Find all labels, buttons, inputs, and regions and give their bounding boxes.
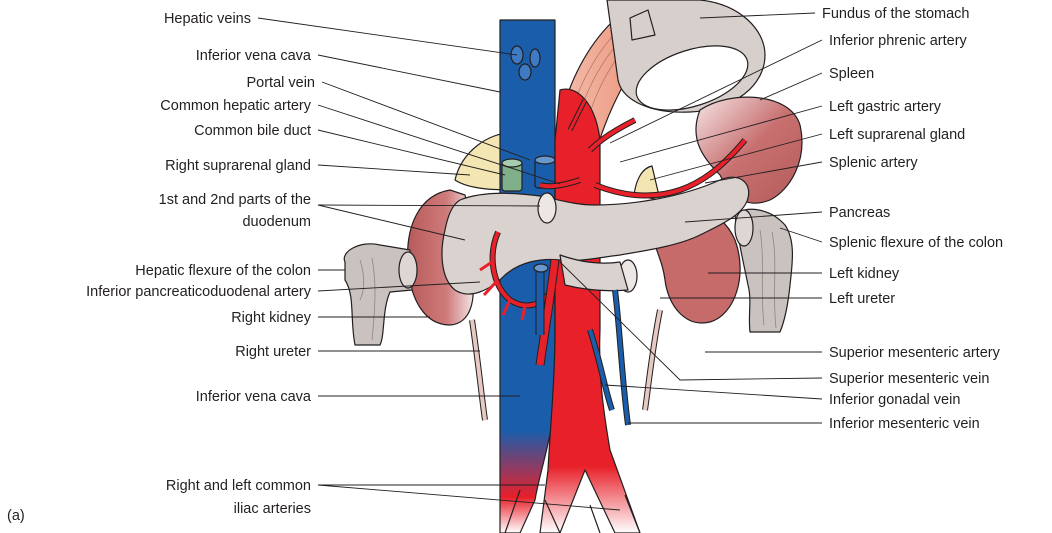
label-right-suprarenal-gland: Right suprarenal gland <box>165 158 311 174</box>
label-common-bile-duct: Common bile duct <box>194 123 311 139</box>
label-splenic-artery: Splenic artery <box>829 155 918 171</box>
left-labels: Hepatic veins Inferior vena cava Portal … <box>86 11 315 517</box>
label-inferior-gonadal-vein: Inferior gonadal vein <box>829 392 960 408</box>
label-pancreas: Pancreas <box>829 205 890 221</box>
label-hepatic-veins: Hepatic veins <box>164 11 251 27</box>
label-splenic-flexure-colon: Splenic flexure of the colon <box>829 235 1003 251</box>
label-common-iliac-line1: Right and left common <box>166 478 311 494</box>
label-left-suprarenal-gland: Left suprarenal gland <box>829 127 965 143</box>
label-inferior-vena-cava-upper: Inferior vena cava <box>196 48 312 64</box>
label-portal-vein: Portal vein <box>246 75 315 91</box>
label-hepatic-flexure-colon: Hepatic flexure of the colon <box>135 263 311 279</box>
label-left-ureter: Left ureter <box>829 291 895 307</box>
label-inferior-vena-cava-lower: Inferior vena cava <box>196 389 312 405</box>
label-right-kidney: Right kidney <box>231 310 312 326</box>
label-inferior-pancreaticoduodenal-artery: Inferior pancreaticoduodenal artery <box>86 284 312 300</box>
label-duodenum-line2: duodenum <box>242 214 311 230</box>
label-inferior-mesenteric-vein: Inferior mesenteric vein <box>829 416 980 432</box>
right-labels: Fundus of the stomach Inferior phrenic a… <box>822 6 1003 432</box>
label-left-kidney: Left kidney <box>829 266 900 282</box>
label-right-ureter: Right ureter <box>235 344 311 360</box>
label-left-gastric-artery: Left gastric artery <box>829 99 942 115</box>
label-spleen: Spleen <box>829 66 874 82</box>
aorta-shape <box>540 89 640 533</box>
anatomy-drawing <box>344 0 802 533</box>
label-common-hepatic-artery: Common hepatic artery <box>160 98 311 114</box>
label-common-iliac-line2: iliac arteries <box>234 501 311 517</box>
label-superior-mesenteric-artery: Superior mesenteric artery <box>829 345 1001 361</box>
label-inferior-phrenic-artery: Inferior phrenic artery <box>829 33 968 49</box>
figure-panel-label: (a) <box>7 508 25 524</box>
label-superior-mesenteric-vein: Superior mesenteric vein <box>829 371 989 387</box>
label-duodenum-line1: 1st and 2nd parts of the <box>159 192 311 208</box>
inferior-vena-cava-shape <box>500 20 555 533</box>
label-fundus-of-stomach: Fundus of the stomach <box>822 6 970 22</box>
